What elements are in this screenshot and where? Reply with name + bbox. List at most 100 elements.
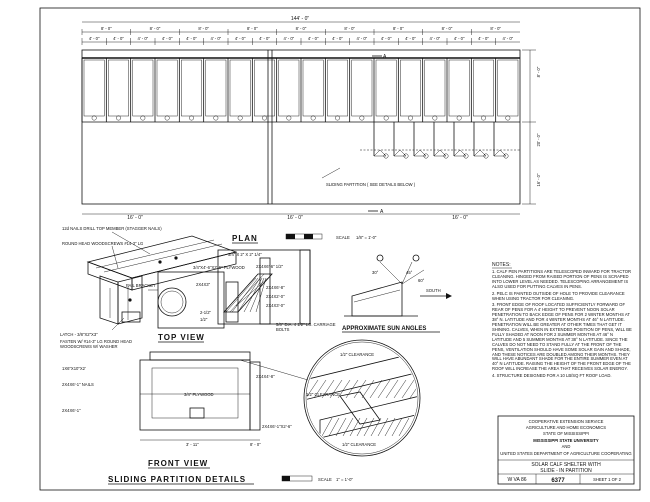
partition-hatch (225, 277, 267, 313)
front-view-label-5: 2X4X4'-8" (256, 374, 275, 379)
plan-bay-dim-lower: 4' - 0" (502, 36, 513, 41)
plan-pen-pail (432, 115, 438, 121)
south-arrowhead (446, 293, 452, 299)
plan-section-mark-top: A (383, 54, 387, 60)
front-view-label-plywood: 3/4" PLYWOOD (184, 392, 214, 397)
plan-pen (156, 59, 178, 117)
title-block: COOPERATIVE EXTENSION SERVICE AGRICULTUR… (497, 415, 635, 485)
sheet-border (39, 7, 641, 491)
plan-pen (424, 59, 446, 117)
note-item: 4. STRUCTURE DESIGNED FOR A 10 LB/SQ FT … (492, 373, 612, 379)
partition-hatch-line (249, 277, 265, 313)
zoom-hatch-line (337, 379, 351, 399)
plan-calf-pens (81, 58, 519, 122)
plan-bay-dim-lower: 4' - 0" (405, 36, 416, 41)
plan-bay-dims-lower: 4' - 0" 4' - 0" 4' - 0" 4' - 0" 4' - 0" 4' - … (81, 36, 514, 45)
partition-panel (217, 249, 311, 325)
zoom-beam-1 (307, 351, 417, 401)
zoom-hatch-line (329, 379, 343, 399)
zoom-contents (307, 351, 417, 439)
iso-grain-2 (103, 243, 223, 273)
plan-ext-brace (453, 149, 467, 157)
plan-bay-dim-lower: 4' - 0" (259, 36, 270, 41)
sun-icon-1 (376, 254, 384, 262)
plan-partition-note: SLIDING PARTITION ( SEE DETAILS BELOW ) (326, 182, 416, 187)
plan-pen-pail (505, 115, 511, 121)
front-view-top-rail (149, 351, 251, 361)
zoom-clearance-3: 1/2" CLEARANCE (342, 442, 376, 447)
sun-angles-title: APPROXIMATE SUN ANGLES (342, 326, 426, 332)
zoom-hatch-line (307, 379, 319, 399)
zoom-hatch-line (345, 379, 359, 399)
iso-grain-1 (95, 239, 215, 269)
zoom-hatch-line (353, 379, 367, 399)
title-block-drawing-title2: SLIDE - IN PARTITION (540, 468, 592, 474)
plan-pen-pail (140, 115, 146, 121)
partition-callout-plywood: 3/4"X4'-6"X2'-6" PLYWOOD (193, 265, 245, 270)
iso-callout-woodscrews: ROUND HEAD WOODSCREWS #14-3" LG (62, 241, 143, 246)
zoom-hatch-line-2 (342, 417, 354, 437)
iso-joint-detail: 12d NAILS DRILL TOP MEMBER (STAGGER NAIL… (60, 226, 238, 349)
sun-angle-b: 45° (406, 270, 413, 275)
detail-scale-label: SCALE (318, 477, 332, 482)
plan-scale-value: 1/8" = 1'-0" (356, 235, 377, 240)
zoom-clearance-1: 1/2" CLEARANCE (340, 352, 374, 357)
title-block-line3: STATE OF MISSISSIPPI (543, 431, 589, 436)
plan-pen-pail (116, 115, 121, 121)
partition-callout-2x4-b: 2X4X6'-8" (266, 285, 285, 290)
plan-pen (497, 59, 519, 117)
zoom-hatch-line (377, 379, 391, 399)
plan-section-mark-bottom: A (380, 209, 384, 215)
plan-bay-dim-top: 8' - 0" (101, 26, 112, 31)
plan-bay-dim-top: 8' - 0" (247, 26, 258, 31)
title-block-line6: UNITED STATES DEPARTMENT OF AGRICULTURE … (500, 451, 631, 456)
plan-bay-dim-top: 8' - 0" (490, 26, 501, 31)
top-view-pail-bracket: PAIL BRACKET (126, 283, 156, 288)
plan-ext-pail (503, 153, 509, 159)
plan-bay-dim-lower: 4' - 0" (162, 36, 173, 41)
zoom-hatch-line-2 (412, 417, 417, 437)
plan-bay-dim-lower: 4' - 0" (283, 36, 294, 41)
front-view-label-6: 2X4X6'-1"X2'-6" (262, 424, 292, 429)
plan-pen (400, 59, 421, 117)
title-block-line4: MISSISSIPPI STATE UNIVERSITY (533, 438, 599, 443)
plan-pen (473, 59, 494, 117)
zoom-hatch-line-2 (384, 417, 396, 437)
plan-bay-dims-top: 8' - 0"8' - 0"8' - 0"8' - 0"8' - 0"8' - … (81, 26, 502, 35)
sun-icon-2 (412, 254, 420, 262)
plan-pen (181, 59, 202, 117)
iso-nail-2 (174, 256, 178, 260)
partition-callout-bolts: 5/8" DIA. 4 1/2" LG. CARRIAGE BOLTS (276, 322, 336, 332)
plan-bottom-dim-3: 16' - 0" (452, 215, 468, 221)
plan-title: PLAN (232, 234, 258, 243)
plan-bay-dim-top: 8' - 0" (344, 26, 355, 31)
sliding-details-title: SLIDING PARTITION DETAILS (108, 475, 246, 484)
plan-pen-pail (359, 115, 365, 121)
iso-callout-latch: LATCH - 3/8"X2"X3" (60, 332, 98, 337)
title-block-number: 6377 (551, 478, 565, 484)
zoom-hatch-line (401, 379, 415, 399)
zoom-hatch-line (393, 379, 407, 399)
partition-callout-2x4-d: 2X4X3'-0" (266, 303, 285, 308)
plan-ext-pail (403, 153, 409, 159)
zoom-hatch-line-2 (335, 417, 347, 437)
pail-inner (160, 290, 184, 314)
plan-bay-dim-lower: 4' - 0" (429, 36, 440, 41)
zoom-hatch-line (385, 379, 399, 399)
top-view-frame (157, 271, 225, 329)
title-block-sheet: SHEET 1 OF 2 (593, 477, 622, 482)
plan-scale-label: SCALE (336, 235, 350, 240)
zoom-hatch-line (321, 379, 335, 399)
plan-view: 144' - 0" 8' - 0"8' - 0"8' - 0"8' - 0"8'… (81, 16, 541, 244)
iso-leader-1 (111, 231, 151, 255)
zoom-leader (239, 359, 309, 381)
plan-bay-dim-lower: 4' - 0" (113, 36, 124, 41)
plan-pen-pail (383, 115, 389, 121)
zoom-circle (303, 339, 421, 457)
notes-block: NOTES: (492, 262, 512, 269)
plan-pen (302, 59, 324, 117)
plan-pen (327, 59, 348, 117)
iso-nail-1 (158, 260, 162, 264)
plan-pen (132, 59, 154, 117)
